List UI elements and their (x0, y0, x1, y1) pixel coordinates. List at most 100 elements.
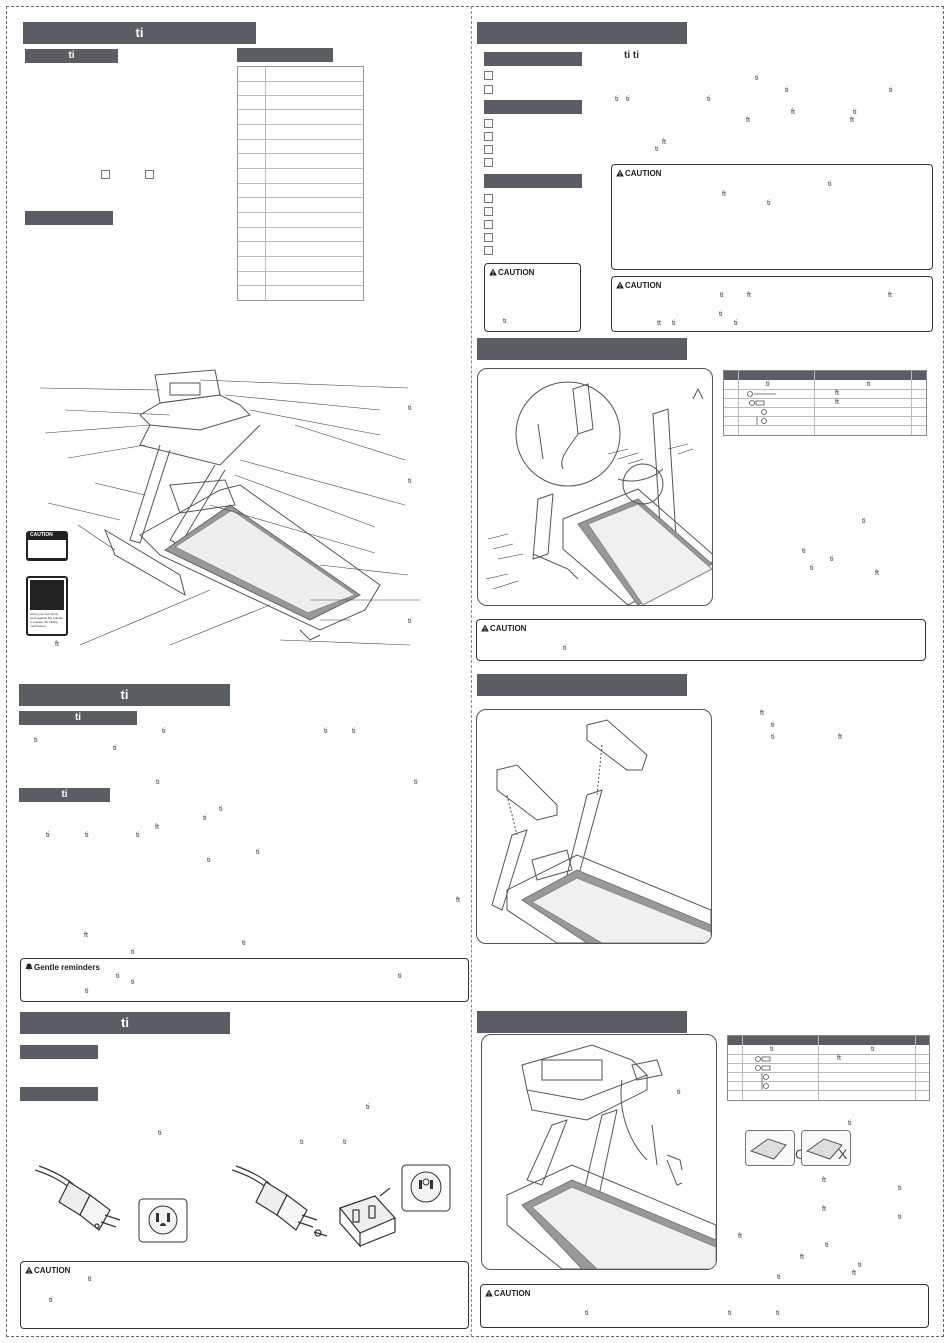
fragment-text: ti (203, 815, 207, 822)
fragment-text: ti (830, 556, 834, 563)
fragment-text: ti (113, 745, 117, 752)
fragment-text: ti (867, 381, 871, 388)
fragment-text: ti (88, 1276, 92, 1283)
section-heading: ti ti (624, 50, 639, 61)
subsection-bar: ti (25, 49, 118, 63)
fragment-text: ti (324, 728, 328, 735)
fragment-text: ti (777, 1274, 781, 1281)
incorrect-mark: X (838, 1146, 848, 1162)
checklist-bar (484, 100, 582, 114)
fragment-text: ti (408, 405, 412, 412)
hardware-table: ti ti ft (727, 1035, 930, 1101)
fragment-text: ti (219, 806, 223, 813)
fragment-text: ti (158, 1130, 162, 1137)
page-border (6, 6, 944, 1337)
caution-title: CAUTION (498, 268, 535, 277)
fragment-text: ti (755, 75, 759, 82)
fragment-text: ft (456, 897, 460, 904)
caution-box: CAUTION ti ti ti (480, 1284, 929, 1328)
warning-icon (485, 1289, 493, 1297)
fragment-text: ti (408, 618, 412, 625)
fragment-text: ti (585, 1310, 589, 1317)
fragment-text: ti (655, 146, 659, 153)
incorrect-orientation-diagram (801, 1130, 851, 1166)
fragment-text: ti (862, 518, 866, 525)
fragment-text: ti (343, 1139, 347, 1146)
treadmill-overview-diagram (39, 369, 420, 646)
assembly-step-1-diagram (477, 368, 713, 606)
column-divider (471, 6, 472, 1337)
checkbox-icon[interactable] (484, 194, 493, 203)
fragment-text: ti (414, 779, 418, 786)
checkbox-icon[interactable] (101, 170, 110, 179)
fragment-text: ti (825, 1242, 829, 1249)
fragment-text: ti (503, 318, 507, 325)
fragment-text: ti (207, 857, 211, 864)
assembly-step-3-diagram (481, 1034, 717, 1270)
fragment-text: ft (822, 1206, 826, 1213)
checkbox-icon[interactable] (484, 220, 493, 229)
subsection-bar (25, 211, 113, 225)
checkbox-icon[interactable] (145, 170, 154, 179)
fragment-text: ft (662, 139, 666, 146)
fragment-text: ft (760, 710, 764, 717)
checkbox-icon[interactable] (484, 119, 493, 128)
fragment-text: ti (398, 973, 402, 980)
warning-icon (481, 624, 489, 632)
fragment-text: ti (242, 940, 246, 947)
checklist-bar (484, 174, 582, 188)
checkbox-icon[interactable] (484, 145, 493, 154)
caution-title: CAUTION (625, 169, 662, 178)
checkbox-icon[interactable] (484, 207, 493, 216)
fragment-text: ti (734, 320, 738, 327)
fragment-text: ft (800, 1254, 804, 1261)
fragment-text: ti (771, 734, 775, 741)
caution-title: CAUTION (494, 1289, 531, 1298)
adapter-icon (338, 1188, 397, 1248)
fragment-text: ti (858, 1262, 862, 1269)
assembly-step-2-diagram (476, 709, 712, 944)
fragment-text: ti (408, 478, 412, 485)
fragment-text: ti (162, 728, 166, 735)
subsection-bar: ti (19, 788, 110, 802)
fragment-text: ft (822, 1177, 826, 1184)
checkbox-icon[interactable] (484, 71, 493, 80)
checkbox-icon[interactable] (484, 246, 493, 255)
caution-title: CAUTION (625, 281, 662, 290)
bell-icon (25, 963, 33, 971)
correct-orientation-diagram (745, 1130, 795, 1166)
section-title-bar (477, 338, 687, 360)
fragment-text: ft (850, 117, 854, 124)
plug-icon (35, 1165, 121, 1231)
checkbox-icon[interactable] (484, 132, 493, 141)
fragment-text: ti (34, 737, 38, 744)
section-title-bar (477, 22, 687, 44)
subsection-bar: ti (19, 711, 137, 725)
fragment-text: ti (728, 1310, 732, 1317)
fragment-text: ft (835, 390, 839, 397)
fold-instruction-sticker: Using your foot firmly push against the … (26, 576, 68, 636)
parts-list-table (237, 66, 364, 301)
fragment-text: ti (131, 979, 135, 986)
checkbox-icon[interactable] (484, 158, 493, 167)
fragment-text: ft (838, 734, 842, 741)
fragment-text: ti (49, 1297, 53, 1304)
fragment-text: ti (848, 1120, 852, 1127)
fragment-text: ti (116, 973, 120, 980)
checkbox-icon[interactable] (484, 233, 493, 242)
fragment-text: ti (46, 832, 50, 839)
fragment-text: ti (366, 1104, 370, 1111)
fragment-text: ft (791, 109, 795, 116)
fragment-text: ti (776, 1310, 780, 1317)
fragment-text: ft (738, 1233, 742, 1240)
fragment-text: ti (810, 565, 814, 572)
fragment-text: ti (771, 722, 775, 729)
parts-list-header (237, 48, 333, 62)
section-title-bar (477, 1011, 687, 1033)
checkbox-icon[interactable] (484, 85, 493, 94)
fragment-text: ti (785, 87, 789, 94)
fragment-text: ti (828, 181, 832, 188)
fragment-text: ti (889, 87, 893, 94)
fragment-text: ti (707, 96, 711, 103)
outlet-icon (138, 1198, 188, 1243)
